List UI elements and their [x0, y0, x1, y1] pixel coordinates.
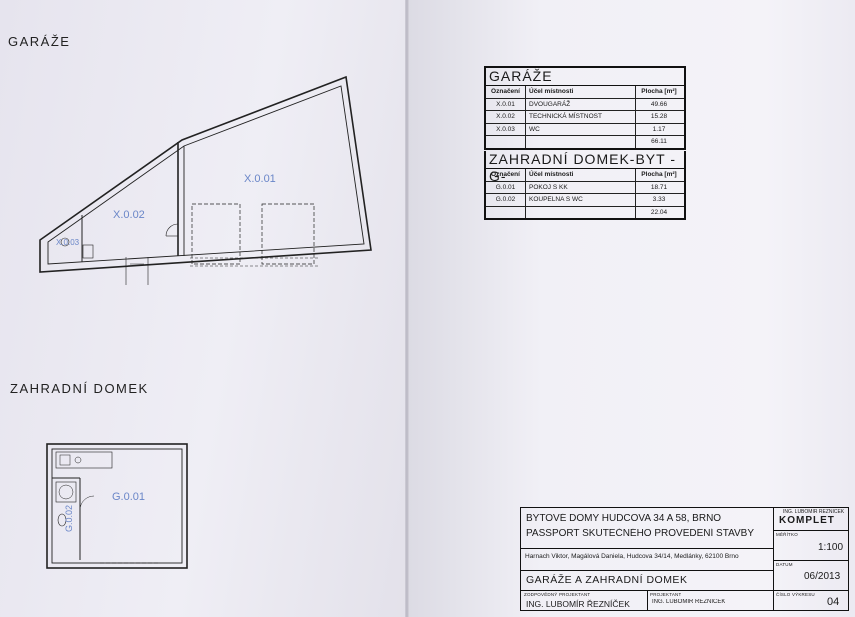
drawing-number-label: ČÍSLO VÝKRESU — [776, 592, 815, 597]
header-cell: Označení — [486, 86, 526, 98]
table-row: G.0.02 KOUPELNA S WC 3.33 — [486, 194, 684, 207]
responsible-label: ZODPOVĚDNÝ PROJEKTANT — [524, 592, 591, 597]
garden-house-plan — [46, 443, 188, 569]
paper-fold — [405, 0, 409, 617]
firm-name: ING. LUBOMÍR ŘEZNÍČEK — [783, 509, 845, 515]
room-label-x003: X.0.03 — [56, 238, 80, 247]
room-label-g001: G.0.01 — [112, 491, 145, 503]
designer-name: ING. LUBOMÍR ŘEZNÍČEK — [652, 599, 726, 605]
designer-label: PROJEKTANT — [650, 592, 682, 597]
table-row: X.0.01 DVOUGARÁŽ 49.66 — [486, 98, 684, 111]
project-line-2: PASSPORT SKUTEČNÉHO PROVEDENÍ STAVBY — [526, 528, 755, 539]
room-label-x001: X.0.01 — [244, 173, 276, 185]
paper-sheet-right — [408, 0, 855, 617]
cell-purpose: WC — [526, 123, 636, 135]
garden-house-area-table: ZAHRADNÍ DOMEK-BYT -G- Označení Účel mís… — [484, 151, 686, 220]
scale-value: 1:100 — [818, 542, 844, 553]
firm-logo: KOMPLET — [779, 515, 835, 526]
date-value: 06/2013 — [804, 571, 841, 582]
garden-table-title: ZAHRADNÍ DOMEK-BYT -G- — [486, 151, 684, 184]
floor-plan-drawing: X.0.01 X.0.02 X.0.03 G.0.01 G.0.02 — [39, 75, 372, 569]
header-cell: Plocha [m²] — [641, 171, 677, 178]
table-row: X.0.03 WC 1.17 — [486, 123, 684, 136]
cell-area: 3.33 — [652, 196, 666, 203]
cell-code: X.0.02 — [486, 111, 526, 123]
cell-area: 49.66 — [650, 100, 668, 108]
room-label-g002: G.0.02 — [64, 505, 74, 532]
room-label-x002: X.0.02 — [113, 209, 145, 221]
table-row: G.0.01 POKOJ S KK 18.71 — [486, 181, 684, 194]
table-header: Označení Účel místnosti Plocha [m²] — [486, 169, 684, 182]
garages-heading: GARÁŽE — [8, 34, 71, 49]
table-row: X.0.02 TECHNICKÁ MÍSTNOST 15.28 — [486, 111, 684, 124]
cell-code: X.0.01 — [486, 98, 526, 110]
paper-sheet-left — [0, 0, 408, 617]
drawing-number: 04 — [827, 596, 840, 608]
investor-text: Harnach Viktor, Magálová Daniela, Hudcov… — [525, 553, 739, 560]
cell-total: 66.11 — [651, 138, 667, 145]
scale-label: MĚŘÍTKO — [776, 532, 798, 537]
cell-purpose: TECHNICKÁ MÍSTNOST — [526, 111, 636, 123]
header-cell: Označení — [486, 169, 526, 181]
cell-area: 1.17 — [652, 125, 666, 133]
cell-total: 22.04 — [650, 208, 668, 216]
garage-plan — [39, 75, 372, 285]
cell-area: 18.71 — [650, 183, 668, 191]
cell-purpose: KOUPELNA S WC — [526, 194, 636, 206]
table-total-row: 66.11 — [486, 136, 684, 148]
garages-table-title: GARÁŽE — [486, 68, 684, 86]
table-total-row: 22.04 — [486, 206, 684, 218]
header-cell: Účel místnosti — [526, 86, 636, 98]
cell-code: G.0.01 — [486, 181, 526, 193]
header-cell: Plocha [m²] — [641, 88, 677, 95]
header-cell: Účel místnosti — [526, 169, 636, 181]
date-label: DATUM — [776, 562, 793, 567]
garden-house-heading: ZAHRADNÍ DOMEK — [10, 381, 149, 396]
cell-code: X.0.03 — [486, 123, 526, 135]
cell-purpose: DVOUGARÁŽ — [526, 98, 636, 110]
cell-area: 15.28 — [650, 113, 668, 120]
table-header: Označení Účel místnosti Plocha [m²] — [486, 86, 684, 99]
responsible-designer: ING. LUBOMÍR ŘEZNÍČEK — [526, 599, 630, 609]
cell-purpose: POKOJ S KK — [526, 181, 636, 193]
garages-area-table: GARÁŽE Označení Účel místnosti Plocha [m… — [484, 66, 686, 150]
cell-code: G.0.02 — [486, 194, 526, 206]
title-block: BYTOVÉ DOMY HUDCOVA 34 A 58, BRNO PASSPO… — [520, 507, 849, 611]
project-line-1: BYTOVÉ DOMY HUDCOVA 34 A 58, BRNO — [526, 513, 722, 524]
drawing-title: GARÁŽE A ZAHRADNÍ DOMEK — [526, 574, 688, 586]
